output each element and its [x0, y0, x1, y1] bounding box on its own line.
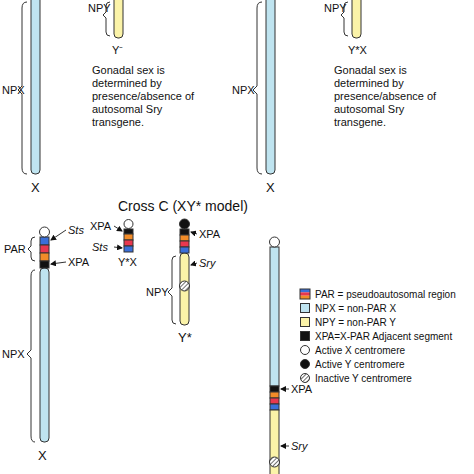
chromosome-label: NPY	[88, 2, 111, 15]
legend-symbol	[299, 358, 311, 370]
chromosome-label: NPX	[2, 348, 25, 361]
legend-symbol	[299, 288, 311, 300]
note-text: Gonadal sex is determined by presence/ab…	[92, 64, 207, 129]
legend-text: Active X centromere	[315, 345, 405, 356]
chromosome-label: X	[38, 448, 47, 463]
chromosome-label: NPY	[324, 2, 347, 15]
chromosome-label: Sts	[92, 241, 108, 254]
chromosome-label: Sts	[68, 224, 84, 237]
chromosome-label: X	[266, 180, 275, 195]
legend-swatch	[300, 317, 310, 327]
legend-text: Active Y centromere	[315, 359, 405, 370]
legend-text: NPX = non-PAR X	[315, 303, 396, 314]
chromosome-label: PAR	[4, 243, 26, 256]
chromosome-label: Y*	[178, 330, 192, 345]
chromosome-label: XPA	[291, 383, 312, 396]
panel-title: Cross C (XY* model)	[118, 198, 248, 214]
legend-text: NPY = non-PAR Y	[315, 317, 396, 328]
chromosome-label: Y*X	[348, 44, 367, 57]
legend-symbol	[299, 372, 311, 384]
chromosome-label: NPY	[146, 286, 169, 299]
legend-text: Inactive Y centromere	[315, 373, 412, 384]
chromosome-label: NPX	[2, 84, 25, 97]
legend-text: PAR = pseudoautosomal region	[315, 289, 456, 300]
legend-text: XPA=X-PAR Adjacent segment	[315, 331, 452, 342]
note-text: Gonadal sex is determined by presence/ab…	[334, 64, 456, 129]
chromosome-label: Y*X	[118, 256, 137, 269]
chromosome-label: X	[31, 180, 40, 195]
legend-swatch	[300, 331, 310, 341]
legend-symbol	[299, 344, 311, 356]
chromosome-label: NPX	[232, 84, 255, 97]
chromosome-label: Y⁻	[112, 44, 123, 57]
chromosome-label: XPA	[68, 256, 89, 269]
chromosome-label: Sry	[199, 257, 216, 270]
chromosome-label: XPA	[90, 220, 111, 233]
legend-swatch	[300, 303, 310, 313]
chromosome-label: Sry	[291, 440, 308, 453]
chromosome-label: XPA	[199, 228, 220, 241]
